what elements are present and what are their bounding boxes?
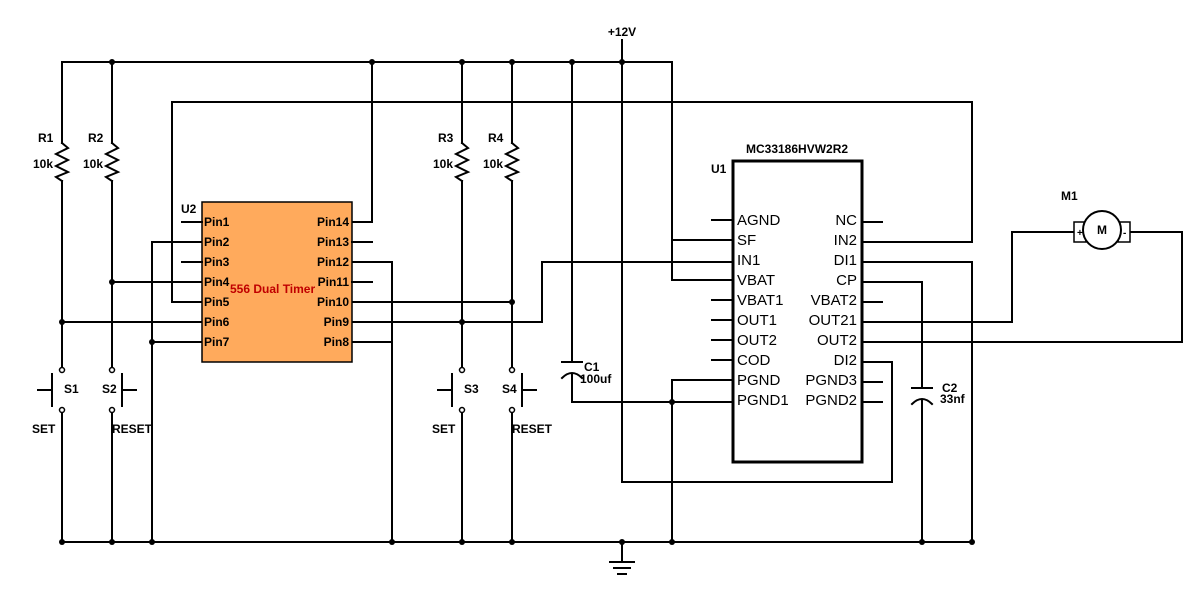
u2-pin-label: Pin12 [317,255,349,269]
u1-pin-label: AGND [737,212,781,229]
u2-pin-label: Pin14 [317,215,349,229]
ground-symbol [609,561,635,575]
capacitor-ref: C1 [584,360,600,374]
u2-pin-label: Pin2 [204,235,230,249]
resistor-r3: R3 10k [433,131,471,183]
resistor-r2: R2 10k [83,131,121,183]
u1-pin-label: VBAT1 [737,292,783,309]
ic-u2-body [201,201,353,363]
u2-pin-label: Pin13 [317,235,349,249]
motor-body [1082,210,1122,250]
resistor-ref: R2 [88,131,104,145]
u2-pin-label: Pin8 [324,335,350,349]
u1-pin-label: DI1 [834,252,857,269]
capacitor-c1: C1 100uf [560,360,612,386]
resistor-r1: R1 10k [33,131,71,183]
resistor-value: 10k [83,157,103,171]
switch-label: RESET [512,422,553,436]
switch-ref: S1 [64,382,79,396]
switch-s4: S4 RESET [502,366,553,436]
u1-pin-label: CP [836,272,857,289]
u2-pin-label: Pin11 [318,275,350,289]
switch-label: RESET [112,422,153,436]
resistor-value: 10k [33,157,53,171]
capacitor-c2: C2 33nf [910,381,966,406]
u1-pin-label: OUT2 [817,332,857,349]
u1-pin-label: OUT21 [809,312,857,329]
u1-pin-label: OUT1 [737,312,777,329]
u1-pin-label: PGND1 [737,392,789,409]
ic-u2-ref: U2 [181,202,197,216]
u1-pin-label: COD [737,352,771,369]
switch-s2: S2 RESET [102,366,153,436]
resistor-value: 10k [433,157,453,171]
u1-pin-label: PGND2 [805,392,857,409]
motor-m1: M1 M + - [1061,189,1131,250]
capacitor-value: 100uf [580,372,612,386]
ic-u1-ref: U1 [711,162,727,176]
motor-symbol: M [1097,223,1107,237]
u2-pin-label: Pin3 [204,255,230,269]
u1-pin-label: OUT2 [737,332,777,349]
switch-s3: S3 SET [432,366,479,436]
motor-plus-label: + [1077,228,1083,239]
u2-pin-label: Pin7 [204,335,230,349]
capacitor-value: 33nf [940,392,966,406]
ic-u2-pin-stubs [181,221,373,283]
u1-pin-label: IN1 [737,252,760,269]
ic-u1-pin-stubs [711,219,883,403]
resistor-ref: R1 [38,131,54,145]
switch-ref: S4 [502,382,517,396]
resistor-value: 10k [483,157,503,171]
u1-pin-label: DI2 [834,352,857,369]
junction-dots [59,59,975,545]
vcc-label: +12V [608,25,636,39]
u1-pin-label: PGND3 [805,372,857,389]
u2-pin-label: Pin9 [324,315,350,329]
switch-s1: S1 SET [32,366,79,436]
resistor-r4: R4 10k [483,131,521,183]
u1-pin-label: SF [737,232,756,249]
u1-pin-label: VBAT [737,272,775,289]
u2-pin-label: Pin4 [204,275,230,289]
ic-u2-title: 556 Dual Timer [230,282,315,296]
ic-u1-mc33186: U1 MC33186HVW2R2 AGND SF IN1 VBAT VBAT1 … [711,142,883,464]
switch-ref: S3 [464,382,479,396]
ic-u1-part: MC33186HVW2R2 [746,142,848,156]
u2-pin-label: Pin10 [317,295,349,309]
u2-pin-label: Pin6 [204,315,230,329]
u2-pin-label: Pin5 [204,295,230,309]
u1-pin-label: VBAT2 [811,292,857,309]
switch-ref: S2 [102,382,117,396]
vcc-symbol: +12V [608,25,636,39]
resistor-ref: R3 [438,131,454,145]
resistor-ref: R4 [488,131,504,145]
motor-minus-label: - [1123,228,1126,239]
capacitor-ref: C2 [942,381,958,395]
ic-u1-body [731,159,864,464]
u1-pin-label: PGND [737,372,781,389]
switch-label: SET [32,422,56,436]
u1-pin-label: NC [835,212,857,229]
u2-pin-label: Pin1 [204,215,230,229]
motor-ref: M1 [1061,189,1078,203]
u1-pin-label: IN2 [834,232,857,249]
wires [61,39,1183,563]
ic-u2-556-timer: U2 556 Dual Timer Pin1 Pin2 Pin3 Pin4 Pi… [181,201,373,363]
switch-label: SET [432,422,456,436]
